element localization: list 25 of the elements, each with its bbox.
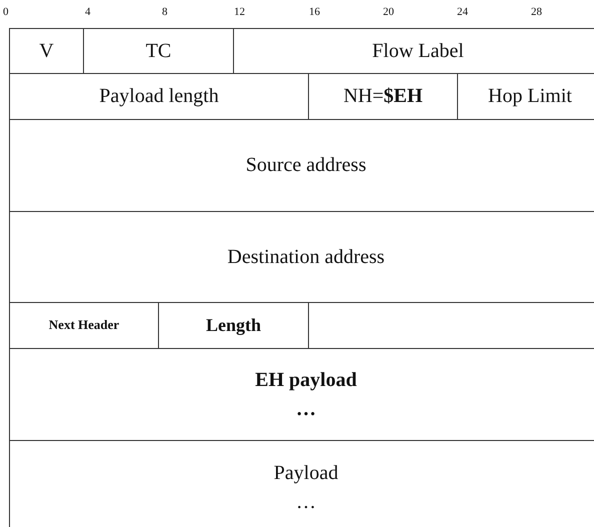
field-label: EH payload bbox=[255, 368, 357, 392]
field-label: Source address bbox=[246, 154, 366, 177]
ellipsis: … bbox=[296, 398, 316, 420]
bit-offset-label: 0 bbox=[3, 6, 8, 18]
field-label: Flow Label bbox=[372, 40, 464, 62]
field-label: TC bbox=[146, 40, 172, 62]
bit-offset-label: 24 bbox=[457, 6, 468, 18]
field-label: Payload length bbox=[99, 85, 219, 108]
extension-header-payload-field bbox=[9, 348, 594, 441]
field-label: Next Header bbox=[48, 318, 120, 333]
field-label: Hop Limit bbox=[488, 85, 572, 108]
destination-address-field bbox=[9, 211, 594, 303]
bit-offset-label: 12 bbox=[234, 6, 245, 18]
field-label: V bbox=[39, 40, 54, 62]
bit-offset-label: 8 bbox=[162, 6, 168, 18]
field-label: Destination address bbox=[227, 246, 385, 268]
bit-offset-label: 28 bbox=[531, 6, 542, 18]
bit-offset-label: 20 bbox=[383, 6, 394, 18]
field-label: NH=$EH bbox=[343, 85, 423, 108]
field-label: Payload bbox=[274, 462, 338, 484]
bit-offset-label: 16 bbox=[309, 6, 320, 18]
field-label: Length bbox=[206, 315, 261, 336]
bit-offset-label: 4 bbox=[85, 6, 90, 18]
version-field bbox=[9, 28, 84, 74]
ellipsis: … bbox=[296, 490, 316, 514]
